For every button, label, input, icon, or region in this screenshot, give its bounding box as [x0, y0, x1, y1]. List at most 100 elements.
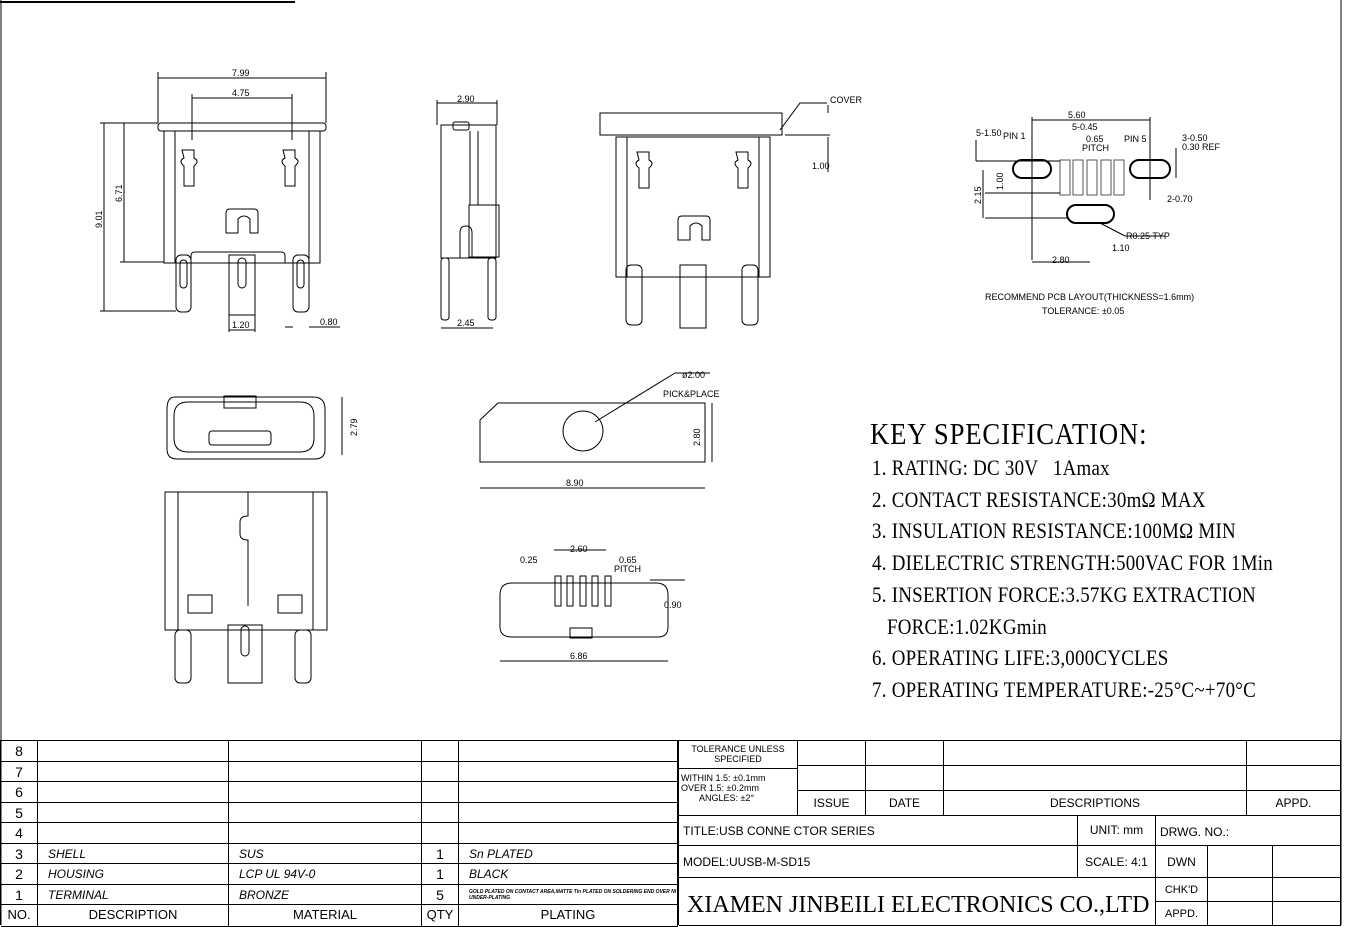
- dwn-cell: [1208, 846, 1273, 878]
- bom-cell-material: LCP UL 94V-0: [229, 864, 422, 885]
- revision-cell: [944, 741, 1247, 766]
- chkd-label: CHK'D: [1156, 878, 1208, 902]
- dim-9-01: 9.01: [94, 210, 104, 228]
- pcb-ref: 0.30 REF: [1182, 142, 1221, 152]
- drawing-number: DRWG. NO.:: [1156, 816, 1341, 846]
- bom-row-number: 7: [1, 761, 38, 782]
- side-view: [436, 100, 500, 329]
- cover-view: [599, 102, 830, 329]
- pick-label: PICK&PLACE: [663, 389, 720, 399]
- appd-cell: [1208, 902, 1273, 926]
- bom-cell-description: [38, 761, 229, 782]
- chkd-cell: [1273, 878, 1341, 902]
- bom-cell-description: [38, 782, 229, 803]
- bom-row-number: 1: [1, 884, 38, 905]
- bom-header-no: NO.: [1, 905, 38, 927]
- bom-cell-description: [38, 802, 229, 823]
- descriptions-header: DESCRIPTIONS: [944, 791, 1247, 816]
- spec-item: 4. DIELECTRIC STRENGTH:500VAC FOR 1Min: [872, 550, 1274, 575]
- revision-cell: [1247, 741, 1341, 766]
- dim-2-90: 2.90: [457, 94, 475, 104]
- pcb-dim-2-80: 2.80: [1052, 255, 1070, 265]
- pcb-dim-5-60: 5.60: [1068, 110, 1086, 120]
- bom-row-number: 5: [1, 802, 38, 823]
- dim-0-80: 0.80: [320, 317, 338, 327]
- dim-1-00: 1.00: [812, 161, 830, 171]
- bom-cell-qty: 1: [422, 864, 459, 885]
- rear-dim-6-86: 6.86: [570, 651, 588, 661]
- tolerance-head: TOLERANCE UNLESS SPECIFIED: [679, 741, 798, 769]
- bom-cell-material: [229, 782, 422, 803]
- unit: UNIT: mm: [1078, 816, 1156, 846]
- bom-cell-qty: [422, 741, 459, 762]
- dim-7-99: 7.99: [232, 68, 250, 78]
- date-header: DATE: [866, 791, 944, 816]
- bom-row-number: 2: [1, 864, 38, 885]
- bom-cell-plating: BLACK: [459, 864, 678, 885]
- bom-cell-material: [229, 802, 422, 823]
- pcb-pitch-label: PITCH: [1082, 143, 1109, 153]
- bom-cell-plating: Sn PLATED: [459, 843, 678, 864]
- pcb-dim-1-00: 1.00: [995, 172, 1005, 190]
- bom-cell-qty: [422, 802, 459, 823]
- pick-diameter: ø2.00: [682, 370, 705, 380]
- dim-6-71: 6.71: [114, 184, 124, 202]
- spec-item: 3. INSULATION RESISTANCE:100MΩ MIN: [872, 518, 1236, 543]
- bom-cell-material: [229, 761, 422, 782]
- bom-cell-material: [229, 823, 422, 844]
- spec-item: 1. RATING: DC 30V 1Amax: [872, 455, 1110, 480]
- dim-1-20: 1.20: [232, 320, 250, 330]
- bom-cell-qty: [422, 782, 459, 803]
- rear-dim-0-25: 0.25: [520, 555, 538, 565]
- dim-4-75: 4.75: [232, 88, 250, 98]
- pcb-radius: R0.25 TYP: [1126, 231, 1170, 241]
- rear-pitch-label: PITCH: [614, 564, 641, 574]
- rear-view: [499, 549, 685, 662]
- spec-item: 5. INSERTION FORCE:3.57KG EXTRACTION: [872, 582, 1256, 607]
- pcb-tolerance: TOLERANCE: ±0.05: [1042, 306, 1124, 316]
- appd-header: APPD.: [1247, 791, 1341, 816]
- pcb-dim-3-050: 3-0.50: [1182, 133, 1208, 143]
- dwn-label: DWN: [1156, 846, 1208, 878]
- bom-row-number: 3: [1, 843, 38, 864]
- revision-cell: [798, 741, 866, 766]
- rear-dim-0-65: 0.65: [619, 555, 637, 565]
- bom-cell-plating: [459, 761, 678, 782]
- pcb-layout: [975, 117, 1177, 263]
- rear-dim-0-90: 0.90: [664, 600, 682, 610]
- revision-cell: [798, 766, 866, 791]
- bom-cell-material: SUS: [229, 843, 422, 864]
- title-block: TOLERANCE UNLESS SPECIFIED WITHIN 1.5: ±…: [678, 740, 1341, 926]
- model: MODEL:UUSB-M-SD15: [679, 846, 1078, 878]
- revision-cell: [866, 766, 944, 791]
- bom-cell-material: [229, 741, 422, 762]
- bom-cell-description: SHELL: [38, 843, 229, 864]
- bom-row-number: 4: [1, 823, 38, 844]
- spec-item: 7. OPERATING TEMPERATURE:-25°C~+70°C: [872, 677, 1256, 702]
- cover: [599, 112, 783, 136]
- bom-header-material: MATERIAL: [229, 905, 422, 927]
- drawing-title: TITLE:USB CONNE CTOR SERIES: [679, 816, 1078, 846]
- pcb-pin5: PIN 5: [1124, 134, 1147, 144]
- pcb-dim-1-10: 1.10: [1112, 243, 1130, 253]
- rear-dim-2-60: 2.60: [570, 544, 588, 554]
- bom-row-number: 8: [1, 741, 38, 762]
- pcb-pin1: PIN 1: [1003, 131, 1026, 141]
- pcb-dim-pitch: 0.65: [1086, 134, 1104, 144]
- issue-header: ISSUE: [798, 791, 866, 816]
- bom-header-description: DESCRIPTION: [38, 905, 229, 927]
- pcb-dim-2-15: 2.15: [973, 186, 983, 204]
- bom-row-number: 6: [1, 782, 38, 803]
- chkd-cell: [1208, 878, 1273, 902]
- bom-cell-plating: [459, 782, 678, 803]
- tolerance-over: OVER 1.5: ±0.2mm: [681, 783, 759, 793]
- bom-header-plating: PLATING: [459, 905, 678, 927]
- pcb-caption: RECOMMEND PCB LAYOUT(THICKNESS=1.6mm): [985, 292, 1194, 302]
- pcb-dim-2-070: 2-0.70: [1167, 194, 1193, 204]
- bom-cell-material: BRONZE: [229, 884, 422, 905]
- pcb-dim-5-150: 5-1.50: [976, 128, 1002, 138]
- spec-item: 6. OPERATING LIFE:3,000CYCLES: [872, 645, 1169, 670]
- bom-cell-qty: [422, 761, 459, 782]
- dim-2-45: 2.45: [457, 318, 475, 328]
